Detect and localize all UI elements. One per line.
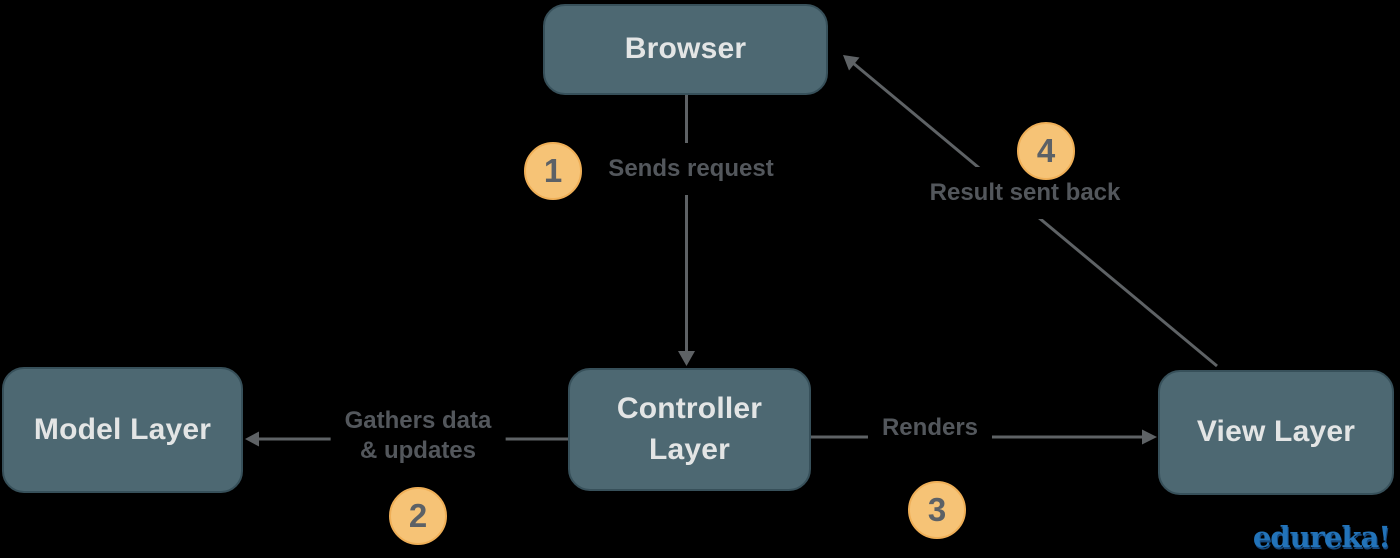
arrowhead-into-controller	[678, 351, 695, 366]
label-gathers-data-updates: Gathers data & updates	[330, 395, 506, 477]
label-sends-request: Sends request	[594, 143, 788, 195]
node-view-layer-label: View Layer	[1196, 415, 1356, 449]
label-result-sent-back: Result sent back	[915, 167, 1135, 219]
node-controller-layer: Controller Layer	[568, 368, 811, 491]
label-renders: Renders	[867, 402, 993, 454]
node-controller-layer-label: Controller Layer	[616, 392, 763, 466]
node-view-layer: View Layer	[1158, 370, 1394, 495]
arrowhead-into-view	[1142, 429, 1157, 445]
node-browser-label: Browser	[624, 32, 747, 66]
step-2-badge: 2	[389, 487, 447, 545]
node-model-layer: Model Layer	[2, 367, 243, 493]
step-3-badge: 3	[908, 481, 966, 539]
step-1-badge: 1	[524, 142, 582, 200]
node-model-layer-label: Model Layer	[33, 412, 212, 446]
edureka-logo: edureka!	[1252, 520, 1391, 554]
step-4-badge: 4	[1017, 122, 1075, 180]
node-browser: Browser	[543, 4, 828, 95]
arrowhead-into-browser	[843, 55, 860, 71]
arrowhead-into-model	[245, 431, 259, 447]
